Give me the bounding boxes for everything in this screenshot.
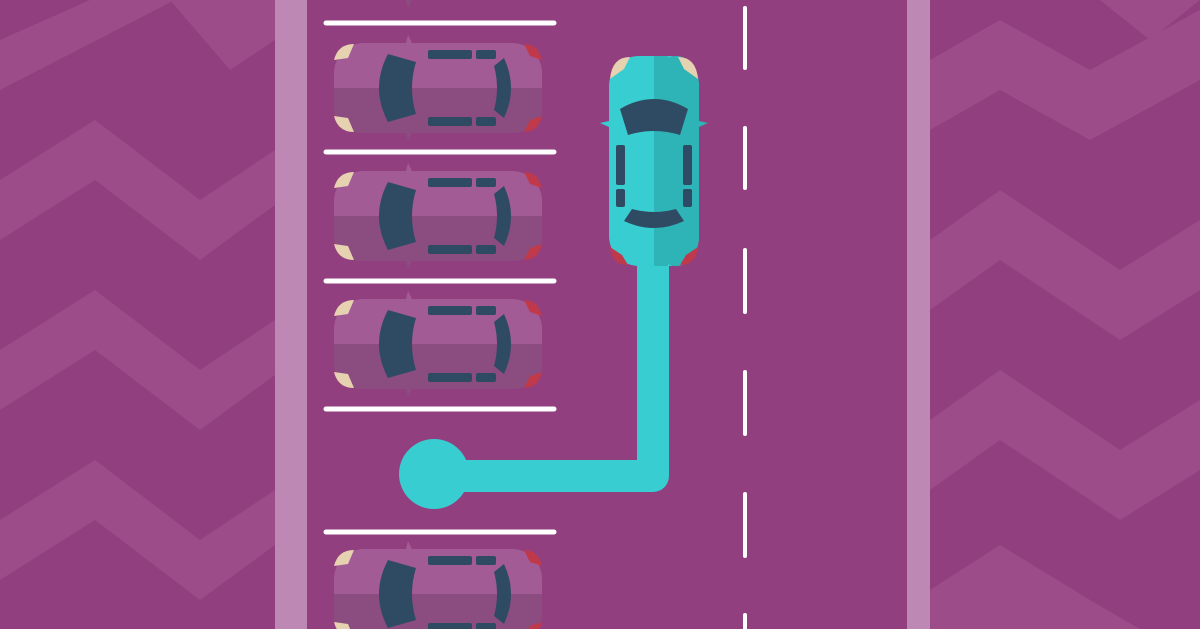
parking-route-path <box>399 234 669 509</box>
right-zigzag-pattern <box>930 0 1200 629</box>
destination-dot <box>399 439 469 509</box>
left-curb <box>275 0 307 629</box>
parking-stall-lines <box>323 20 557 535</box>
parked-car-5 <box>334 541 542 629</box>
player-car[interactable] <box>600 56 708 266</box>
parked-car-2 <box>334 35 542 141</box>
parked-car-4 <box>334 291 542 397</box>
left-zigzag-pattern <box>0 0 275 600</box>
parked-car-3 <box>334 163 542 269</box>
right-curb <box>907 0 930 629</box>
